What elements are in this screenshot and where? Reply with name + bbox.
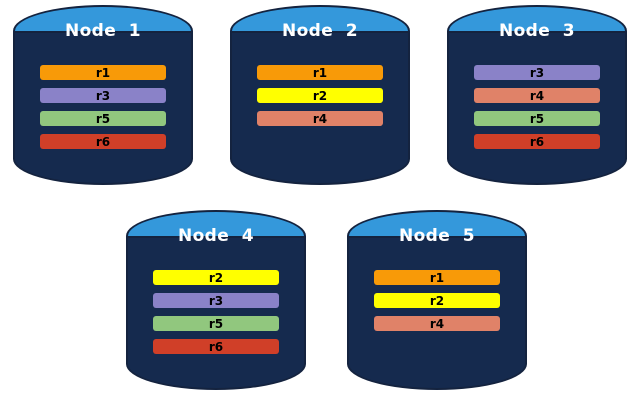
- replica-item[interactable]: r2: [374, 293, 500, 308]
- replica-list: r1 r2 r4: [257, 65, 383, 134]
- cylinder-body-icon: [126, 236, 306, 390]
- replica-item[interactable]: r3: [474, 65, 600, 80]
- replica-item[interactable]: r6: [153, 339, 279, 354]
- cylinder-body-icon: [347, 236, 527, 390]
- replica-item[interactable]: r4: [374, 316, 500, 331]
- replica-item[interactable]: r3: [40, 88, 166, 103]
- replica-item[interactable]: r2: [257, 88, 383, 103]
- replica-list: r2 r3 r5 r6: [153, 270, 279, 362]
- replica-list: r1 r2 r4: [374, 270, 500, 339]
- database-node-1[interactable]: Node 1 r1 r3 r5 r6: [13, 5, 193, 185]
- cylinder-body-icon: [13, 31, 193, 185]
- replica-item[interactable]: r3: [153, 293, 279, 308]
- cylinder-body-icon: [447, 31, 627, 185]
- replica-item[interactable]: r1: [40, 65, 166, 80]
- replica-item[interactable]: r4: [474, 88, 600, 103]
- replica-item[interactable]: r5: [474, 111, 600, 126]
- database-node-3[interactable]: Node 3 r3 r4 r5 r6: [447, 5, 627, 185]
- replica-list: r1 r3 r5 r6: [40, 65, 166, 157]
- replica-item[interactable]: r1: [257, 65, 383, 80]
- replica-item[interactable]: r1: [374, 270, 500, 285]
- database-node-5[interactable]: Node 5 r1 r2 r4: [347, 210, 527, 390]
- replica-item[interactable]: r6: [474, 134, 600, 149]
- replica-item[interactable]: r5: [40, 111, 166, 126]
- replica-list: r3 r4 r5 r6: [474, 65, 600, 157]
- replica-item[interactable]: r5: [153, 316, 279, 331]
- database-node-4[interactable]: Node 4 r2 r3 r5 r6: [126, 210, 306, 390]
- cylinder-body-icon: [230, 31, 410, 185]
- replica-item[interactable]: r2: [153, 270, 279, 285]
- replica-item[interactable]: r6: [40, 134, 166, 149]
- database-node-2[interactable]: Node 2 r1 r2 r4: [230, 5, 410, 185]
- replica-item[interactable]: r4: [257, 111, 383, 126]
